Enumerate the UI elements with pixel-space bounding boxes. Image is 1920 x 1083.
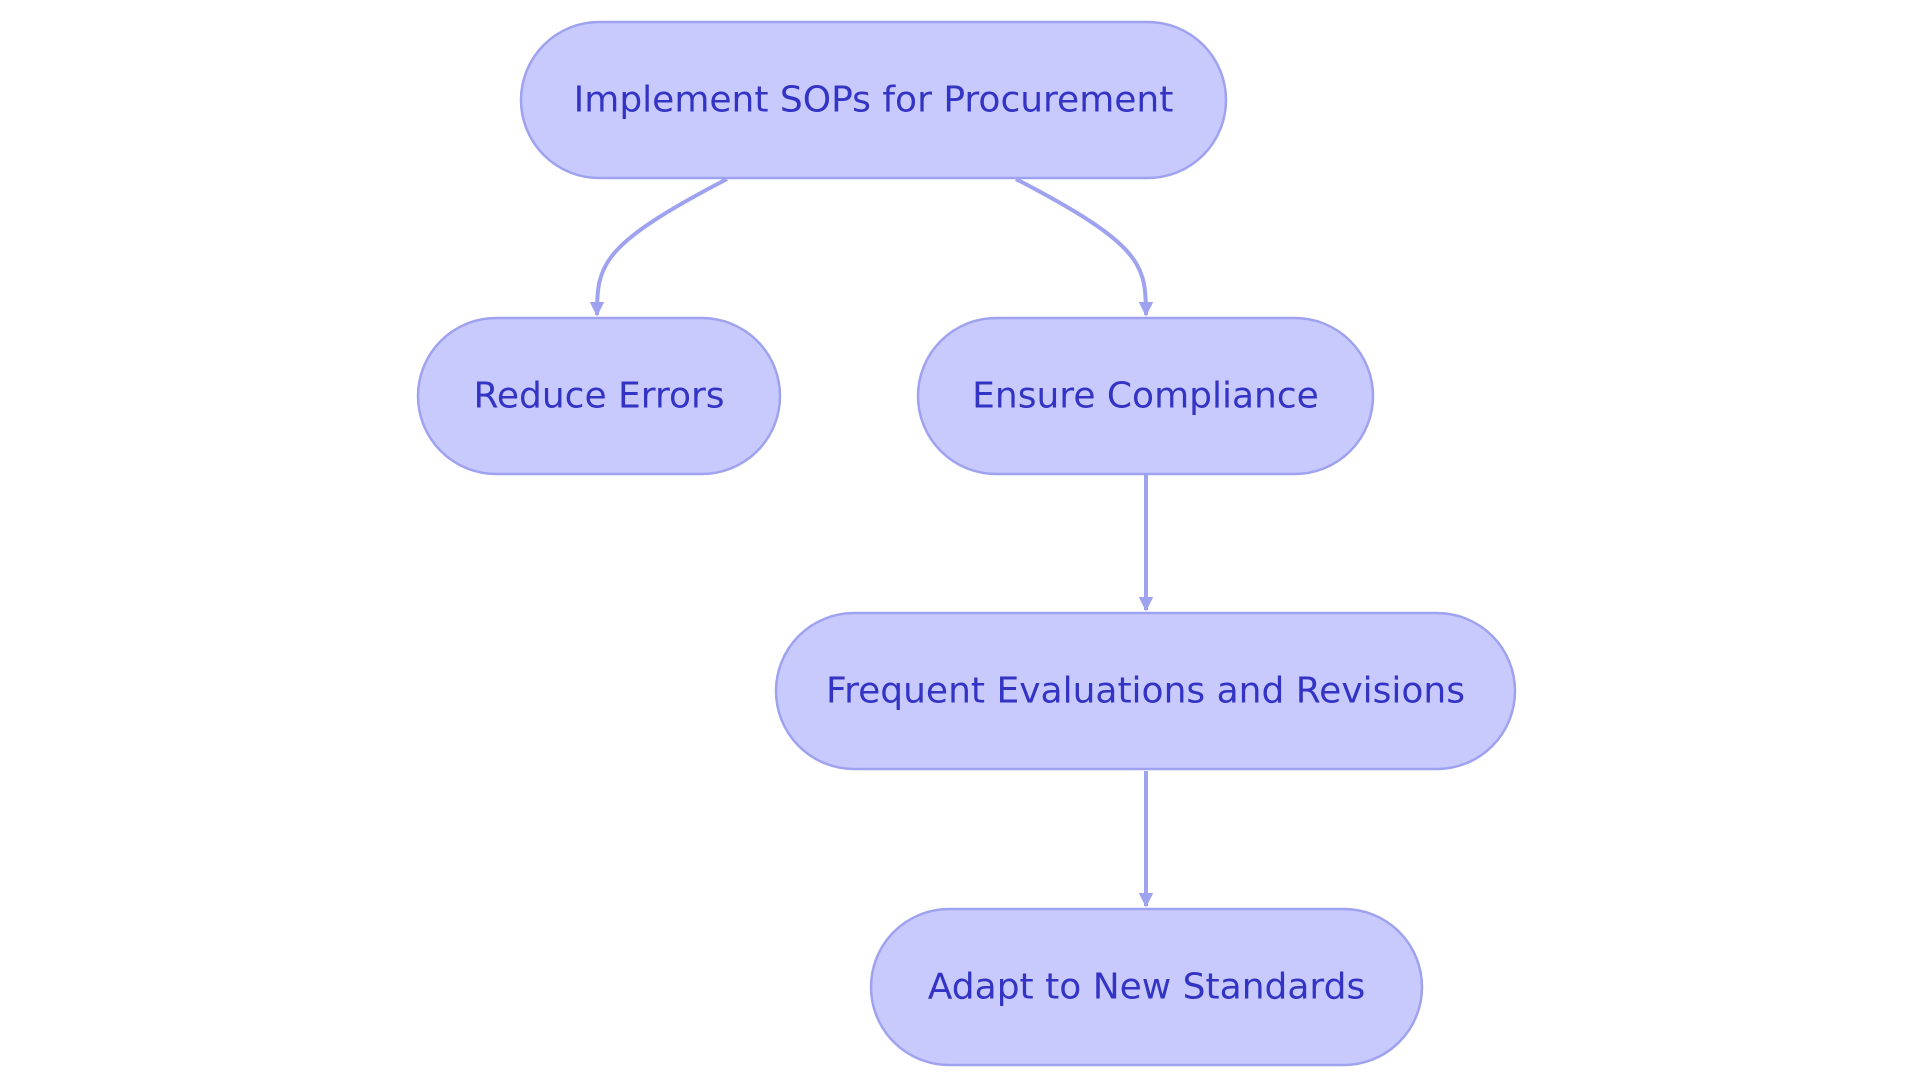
- node-implement-sops-label: Implement SOPs for Procurement: [574, 80, 1174, 121]
- node-reduce-errors-label: Reduce Errors: [473, 376, 724, 417]
- node-implement-sops[interactable]: Implement SOPs for Procurement: [519, 20, 1228, 180]
- node-ensure-compliance[interactable]: Ensure Compliance: [916, 316, 1375, 476]
- node-frequent-evaluations[interactable]: Frequent Evaluations and Revisions: [774, 611, 1517, 771]
- node-ensure-compliance-shape: [916, 316, 1375, 476]
- node-adapt-standards[interactable]: Adapt to New Standards: [869, 907, 1424, 1067]
- node-frequent-evaluations-label: Frequent Evaluations and Revisions: [826, 671, 1465, 712]
- node-adapt-standards-label: Adapt to New Standards: [928, 967, 1365, 1008]
- node-frequent-evaluations-shape: [774, 611, 1517, 771]
- edges-layer: [589, 177, 1154, 908]
- edge-n1-n2: [589, 177, 728, 317]
- node-adapt-standards-shape: [869, 907, 1424, 1067]
- node-ensure-compliance-label: Ensure Compliance: [972, 376, 1319, 417]
- edge-n1-n3: [1015, 177, 1154, 317]
- nodes-layer: Implement SOPs for Procurement Reduce Er…: [416, 20, 1517, 1067]
- node-reduce-errors[interactable]: Reduce Errors: [416, 316, 782, 476]
- node-reduce-errors-shape: [416, 316, 782, 476]
- node-implement-sops-shape: [519, 20, 1228, 180]
